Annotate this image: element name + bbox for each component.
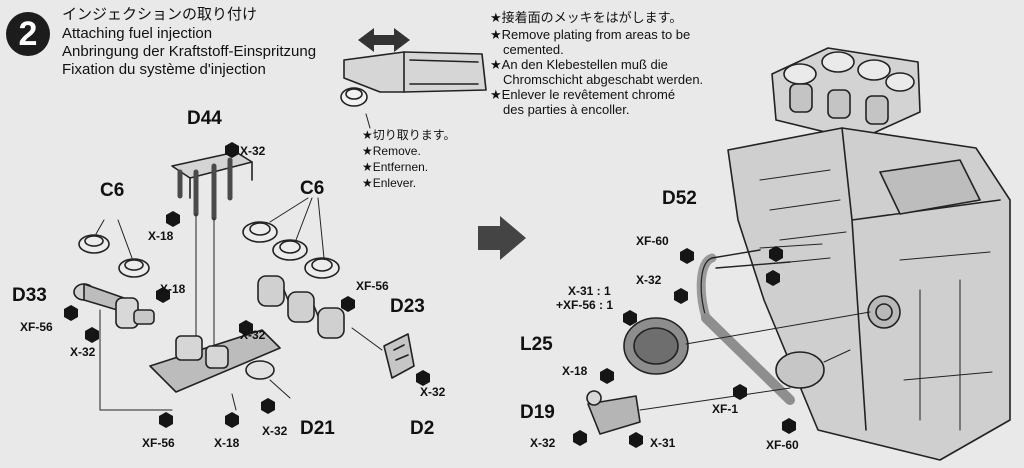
plating-detail-drawing xyxy=(340,51,487,129)
paint-code-x18-left: X-18 xyxy=(148,229,174,243)
paint-code-x18-l25: X-18 xyxy=(562,364,588,378)
part-label-c6-right: C6 xyxy=(300,178,325,199)
paint-code-xf56-c6: XF-56 xyxy=(356,279,389,293)
paint-code-x18-bottom: X-18 xyxy=(214,436,240,450)
double-arrow-icon xyxy=(358,28,410,52)
note-remove-en: ★Remove. xyxy=(362,144,421,158)
paint-code-x32-top: X-32 xyxy=(240,144,266,158)
note-plating-en-2: cemented. xyxy=(503,42,564,57)
d23-part-drawing xyxy=(257,275,345,339)
paint-code-x32-d33: X-32 xyxy=(70,345,96,359)
paint-code-x31-d19: X-31 xyxy=(650,436,676,450)
part-label-c6-left: C6 xyxy=(100,180,125,201)
part-label-d23: D23 xyxy=(390,296,425,317)
part-label-d2: D2 xyxy=(410,418,435,439)
d52-part-drawing xyxy=(696,243,831,323)
part-label-d21: D21 xyxy=(300,418,335,439)
title-ja: インジェクションの取り付け xyxy=(62,6,258,23)
paint-code-xf60-bottom: XF-60 xyxy=(766,438,799,452)
part-label-d19: D19 xyxy=(520,402,555,423)
c6-left-drawing xyxy=(78,219,150,278)
step-number-badge: 2 xyxy=(6,12,50,56)
note-plating-de-2: Chromschicht abgeschabt werden. xyxy=(503,72,704,87)
paint-code-x32-d52: X-32 xyxy=(636,273,662,287)
paint-code-x32-bottom: X-32 xyxy=(262,424,288,438)
d19-part-drawing xyxy=(586,387,791,435)
part-label-l25: L25 xyxy=(520,334,553,355)
proceed-arrow-icon xyxy=(478,216,526,260)
paint-code-x32-c6: X-32 xyxy=(240,328,266,342)
paint-code-xf56-d33: XF-56 xyxy=(20,320,53,334)
part-label-d33: D33 xyxy=(12,285,47,306)
note-remove-ja: ★切り取ります。 xyxy=(362,128,456,142)
note-plating-de-1: ★An den Klebestellen muß die xyxy=(490,57,668,72)
d2-part-drawing xyxy=(351,327,415,379)
title-en: Attaching fuel injection xyxy=(62,25,213,42)
d21-part-drawing xyxy=(99,309,291,411)
c6-right-drawing xyxy=(242,197,340,279)
paint-code-x18-d33: X-18 xyxy=(160,282,186,296)
part-label-d44: D44 xyxy=(187,108,222,129)
paint-mix-line-1: X-31 : 1 xyxy=(568,284,611,298)
note-plating-en-1: ★Remove plating from areas to be xyxy=(490,27,691,42)
note-remove-fr: ★Enlever. xyxy=(362,176,417,190)
paint-code-xf1: XF-1 xyxy=(712,402,739,416)
paint-code-x32-d19: X-32 xyxy=(530,436,556,450)
paint-mix-line-2: +XF-56 : 1 xyxy=(556,298,614,312)
part-label-d52: D52 xyxy=(662,188,697,209)
paint-code-x32-d2: X-32 xyxy=(420,385,446,399)
paint-code-xf60-d52: XF-60 xyxy=(636,234,669,248)
note-plating-ja: ★接着面のメッキをはがします。 xyxy=(490,10,683,25)
note-plating-fr-1: ★Enlever le revêtement chromé xyxy=(490,87,676,102)
paint-dot-icon xyxy=(64,142,796,448)
note-plating-fr-2: des parties à encoller. xyxy=(503,102,630,117)
d33-part-drawing xyxy=(73,283,155,329)
paint-code-xf56-bottom: XF-56 xyxy=(142,436,175,450)
title-de: Anbringung der Kraftstoff-Einspritzung xyxy=(62,43,317,60)
d44-part-drawing xyxy=(171,151,253,221)
title-fr: Fixation du système d'injection xyxy=(62,61,266,78)
note-remove-de: ★Entfernen. xyxy=(362,160,429,174)
l25-part-drawing xyxy=(623,311,871,405)
